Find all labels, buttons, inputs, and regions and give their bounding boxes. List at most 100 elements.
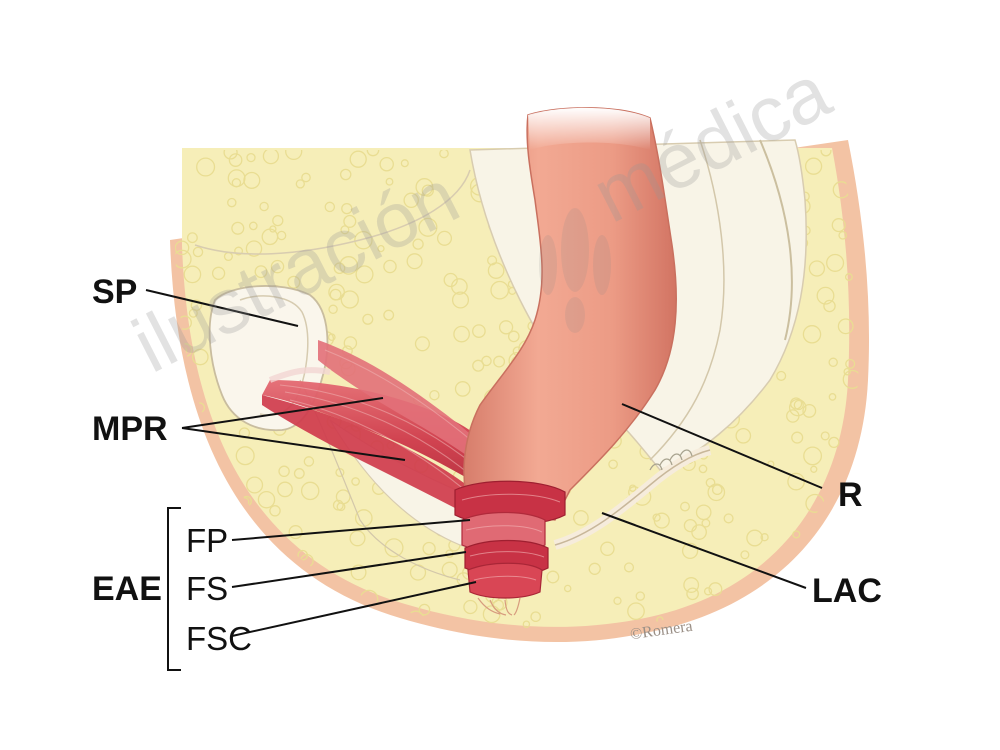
fat-bubble <box>339 168 352 181</box>
fat-bubble <box>351 477 360 486</box>
fat-bubble <box>817 529 830 542</box>
leader-lac <box>601 512 807 589</box>
fat-bubble <box>234 246 244 256</box>
fat-bubble <box>412 238 424 250</box>
fat-bubble <box>277 481 293 498</box>
fat-bubble <box>194 437 204 447</box>
fat-bubble <box>324 201 336 213</box>
fat-bubble <box>492 599 505 611</box>
fat-bubble <box>686 587 699 601</box>
fat-bubble <box>707 483 726 502</box>
fat-bubble <box>340 225 350 235</box>
label-lac: LAC <box>812 572 882 610</box>
fat-bubble <box>414 336 430 352</box>
leader-fs <box>231 551 467 588</box>
fat-bubble <box>350 564 367 581</box>
fat-bubble <box>443 272 458 288</box>
fat-bubble <box>227 197 237 208</box>
fat-bubble <box>183 265 202 284</box>
fat-bubble <box>277 559 291 572</box>
fat-bubble <box>262 150 280 165</box>
fat-bubble <box>546 570 560 584</box>
fat-bubble <box>843 367 851 376</box>
fat-bubble <box>691 524 707 540</box>
fat-bubble <box>259 201 269 212</box>
fat-bubble <box>792 530 801 539</box>
leader-mpr-lower <box>181 427 406 461</box>
fat-bubble <box>300 481 320 501</box>
fat-bubble <box>451 291 470 309</box>
fat-bubble <box>328 304 338 315</box>
fat-bubble <box>436 230 453 246</box>
fat-bubble <box>207 465 217 476</box>
fat-bubble <box>354 230 373 250</box>
fat-bubble <box>653 512 670 529</box>
fat-bubble <box>383 309 395 321</box>
fat-bubble <box>820 431 830 441</box>
fat-bubble <box>828 436 840 449</box>
fat-bubble <box>735 427 752 444</box>
label-fs: FS <box>186 570 229 607</box>
fat-bubble <box>820 150 832 157</box>
fat-bubble <box>200 452 209 462</box>
fat-bubble <box>226 564 241 580</box>
fat-bubble <box>335 489 351 505</box>
fat-bubble <box>269 505 281 517</box>
fat-bubble <box>760 533 769 542</box>
fat-bubble <box>270 259 285 274</box>
fat-bubble <box>377 244 385 253</box>
fat-bubble <box>238 427 251 439</box>
fat-bubble <box>211 266 226 280</box>
fat-bubble <box>472 324 486 338</box>
fat-bubble <box>385 177 394 186</box>
fat-bubble <box>355 265 374 284</box>
fat-bubble <box>418 603 431 616</box>
leader-sp <box>145 289 299 327</box>
fat-bubble <box>823 299 836 313</box>
fat-bubble <box>482 605 501 624</box>
fat-bubble <box>179 506 193 520</box>
fat-bubble <box>802 325 822 344</box>
eae-bracket <box>167 507 181 671</box>
fat-bubble <box>806 549 825 568</box>
fat-bubble <box>439 150 449 159</box>
fat-bubble <box>828 357 838 368</box>
fat-bubble <box>243 171 261 189</box>
fat-bubble <box>453 325 470 343</box>
fat-bubble <box>652 513 661 522</box>
fat-bubble <box>701 518 711 528</box>
fat-bubble <box>343 336 358 350</box>
fat-bubble <box>418 217 438 237</box>
fat-bubble <box>608 459 618 470</box>
label-eae: EAE <box>92 570 162 608</box>
fat-bubble <box>228 153 243 167</box>
fat-bubble <box>746 529 764 547</box>
fat-bubble <box>454 381 471 397</box>
fat-bubble <box>507 330 520 343</box>
leader-fp <box>231 519 471 541</box>
fat-bubble <box>240 583 259 602</box>
fat-bubble <box>703 587 713 596</box>
rectum <box>463 107 677 521</box>
fat-bubble <box>178 443 187 452</box>
fat-bubble <box>600 541 615 557</box>
fat-bubble <box>816 286 835 305</box>
leader-r <box>621 403 823 489</box>
fat-bubble <box>175 240 190 256</box>
fat-bubble <box>400 159 409 168</box>
fat-bubble <box>383 259 397 274</box>
fat-bubble <box>627 602 645 621</box>
fat-bubble <box>406 253 423 270</box>
label-fsc: FSC <box>186 620 252 657</box>
anal-opening <box>477 597 521 616</box>
fat-bubble <box>280 584 296 600</box>
fat-bubble <box>522 620 531 628</box>
fat-bubble <box>745 601 758 614</box>
label-fp: FP <box>186 522 229 559</box>
fat-bubble <box>223 150 238 160</box>
fat-bubble <box>838 230 848 240</box>
fat-bubble <box>288 525 303 540</box>
fat-bubble <box>349 150 367 168</box>
fat-bubble <box>293 468 305 479</box>
fat-bubble <box>835 556 843 564</box>
